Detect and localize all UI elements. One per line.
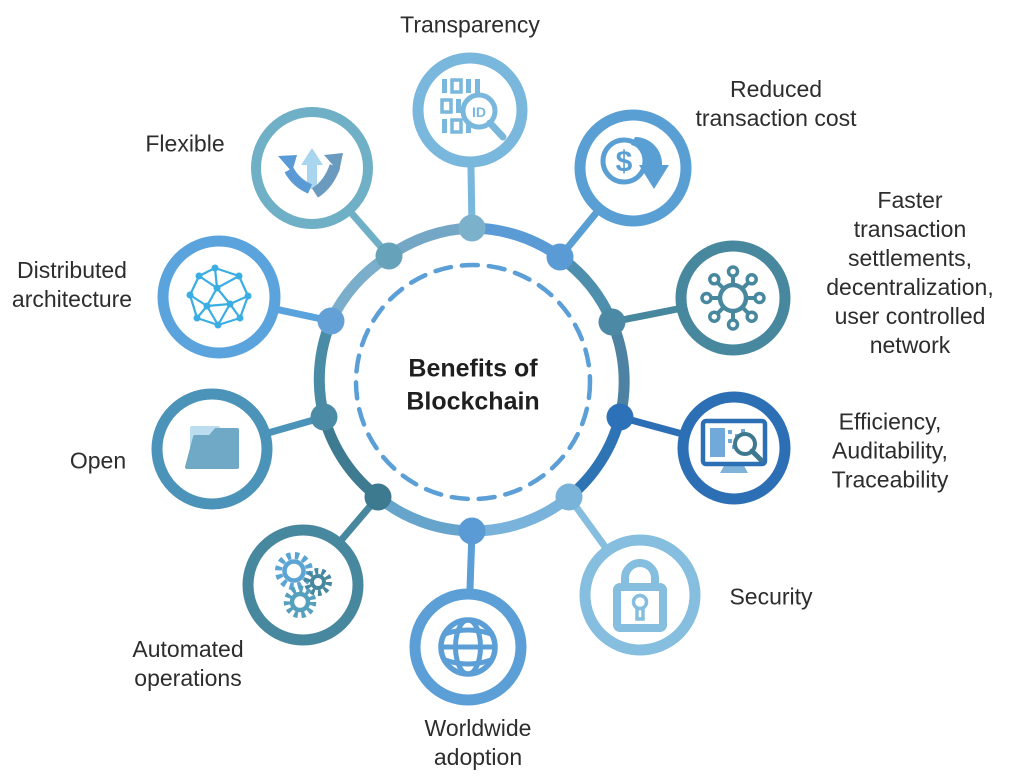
label-reduced-transaction-cost: Reduced transaction cost: [695, 76, 857, 131]
gears-icon: [275, 552, 332, 619]
dollar-down-arrow-icon: $: [600, 137, 669, 189]
node-distributed-architecture: [157, 235, 281, 359]
node-open: [151, 388, 273, 510]
dot-distributed: [317, 307, 345, 335]
monitor-search-icon: [700, 418, 768, 473]
node-automated-operations: [242, 524, 364, 646]
label-distributed-architecture: Distributed architecture: [11, 257, 133, 312]
hub-arc: [471, 492, 573, 537]
id-search-icon: ID: [440, 78, 507, 141]
mesh-network-icon: [186, 264, 252, 329]
label-efficiency: Efficiency, Auditability, Traceability: [831, 408, 949, 493]
label-faster-settlements: Faster transaction settlements, decentra…: [826, 187, 994, 358]
dot-reduced: [546, 243, 574, 271]
padlock-icon: [613, 559, 667, 632]
node-ring: [675, 240, 791, 356]
dot-transparency: [458, 214, 486, 242]
label-worldwide-adoption: Worldwide adoption: [424, 715, 532, 770]
dot-faster: [598, 308, 626, 336]
node-security: [579, 534, 701, 656]
label-transparency: Transparency: [400, 11, 540, 38]
id-text: ID: [472, 104, 486, 120]
dot-worldwide: [458, 517, 486, 545]
center-title: Benefits of Blockchain: [406, 354, 540, 416]
hub-arc: [471, 222, 564, 262]
node-ring: [242, 524, 364, 646]
hub-dots: [310, 214, 634, 545]
dollar-text: $: [616, 146, 633, 179]
globe-icon: [438, 617, 498, 677]
hub-arc: [374, 492, 473, 537]
label-flexible: Flexible: [145, 130, 225, 157]
branch-arrows-icon: [278, 148, 343, 198]
dot-efficiency: [606, 403, 634, 431]
node-reduced-transaction-cost: $: [574, 109, 692, 227]
label-security: Security: [729, 583, 813, 610]
dashed-inner-ring: [353, 262, 593, 502]
dot-flexible: [375, 242, 403, 270]
label-open: Open: [69, 447, 127, 474]
network-hub-icon: [700, 265, 766, 331]
node-transparency: ID: [412, 52, 528, 168]
node-ring: [574, 109, 692, 227]
node-ring: [157, 235, 281, 359]
dot-open: [310, 403, 338, 431]
dot-security: [555, 483, 583, 511]
node-efficiency: [677, 391, 791, 505]
dot-automated: [364, 483, 392, 511]
hub-arc: [565, 415, 626, 502]
node-flexible: [251, 107, 373, 229]
hub-arc: [313, 318, 337, 419]
node-worldwide-adoption: [409, 588, 527, 706]
label-automated-operations: Automated operations: [132, 636, 244, 691]
node-faster-settlements: [675, 240, 791, 356]
hub-arc: [606, 319, 630, 419]
hub-arc: [318, 415, 382, 502]
folder-icon: [185, 426, 239, 469]
